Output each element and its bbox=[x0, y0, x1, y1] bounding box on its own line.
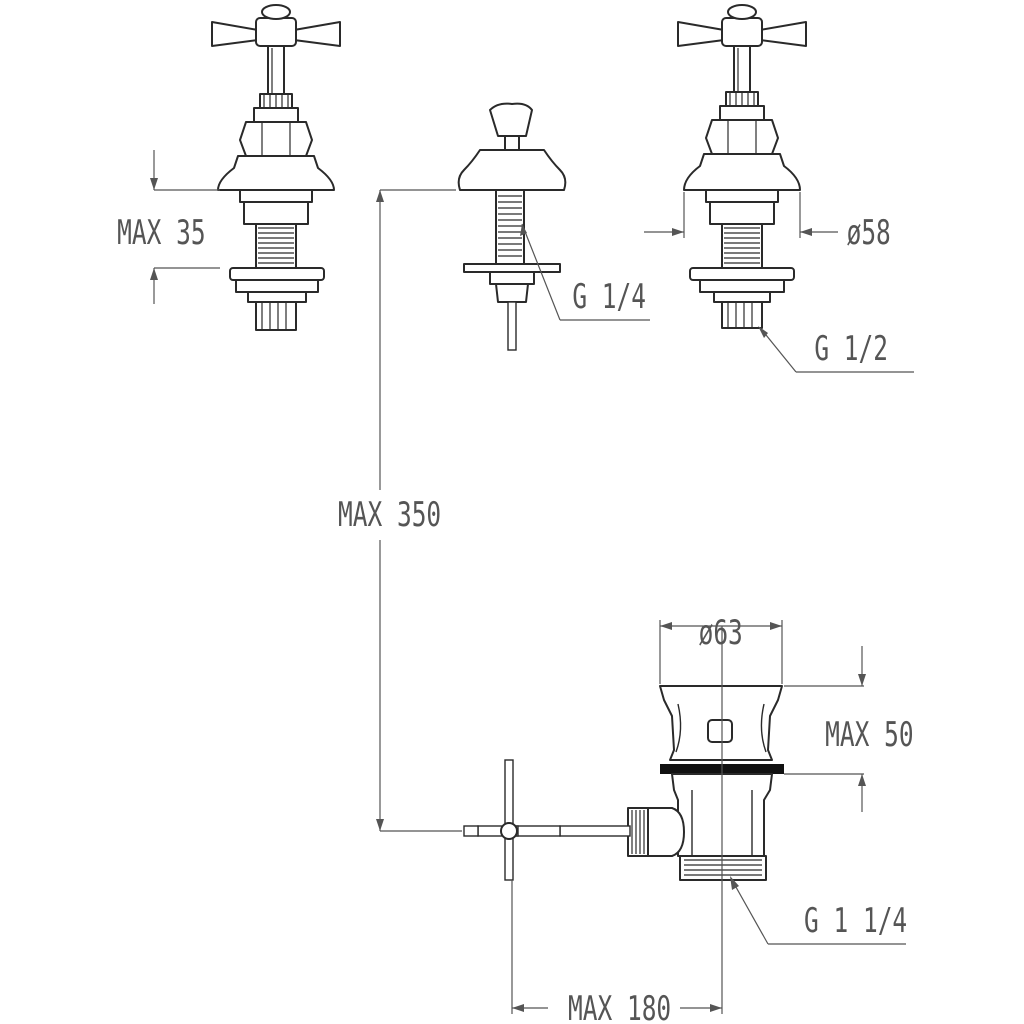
dimension-waste-thread: G 1 1/4 bbox=[730, 876, 907, 945]
left-tap-valve bbox=[211, 4, 341, 331]
pop-up-control bbox=[457, 102, 567, 351]
lever-reach-label: MAX 180 bbox=[568, 989, 671, 1024]
dimension-pop-up-thread: G 1/4 bbox=[520, 223, 650, 321]
waste-thread-label: G 1 1/4 bbox=[804, 901, 907, 940]
valve-thread-label: G 1/2 bbox=[814, 329, 888, 368]
valve-height-label: MAX 35 bbox=[117, 213, 205, 252]
pop-up-rod-thread bbox=[498, 195, 522, 257]
left-shank-thread bbox=[258, 227, 294, 264]
waste-thread bbox=[684, 859, 762, 876]
dimension-tap-flange-diameter: ø58 bbox=[644, 192, 891, 252]
right-tap-valve bbox=[677, 4, 807, 329]
left-cross-handle bbox=[211, 4, 341, 97]
pop-up-thread-label: G 1/4 bbox=[572, 277, 646, 316]
dimension-valve-thread: G 1/2 bbox=[758, 326, 914, 373]
waste-diameter-label: ø63 bbox=[699, 613, 743, 652]
right-shank-thread bbox=[724, 227, 760, 264]
tap-flange-diameter-label: ø58 bbox=[847, 213, 891, 252]
pop-up-waste bbox=[463, 685, 784, 881]
waste-height-label: MAX 50 bbox=[825, 715, 913, 754]
dimension-lever-reach: MAX 180 bbox=[511, 880, 723, 1024]
dimension-waste-height: MAX 50 bbox=[784, 646, 914, 812]
tap-to-waste-height-label: MAX 350 bbox=[338, 495, 441, 534]
dimension-waste-diameter: ø63 bbox=[659, 613, 783, 880]
dimension-valve-height: MAX 35 bbox=[117, 150, 220, 304]
dimension-tap-to-waste-height: MAX 350 bbox=[338, 189, 462, 832]
